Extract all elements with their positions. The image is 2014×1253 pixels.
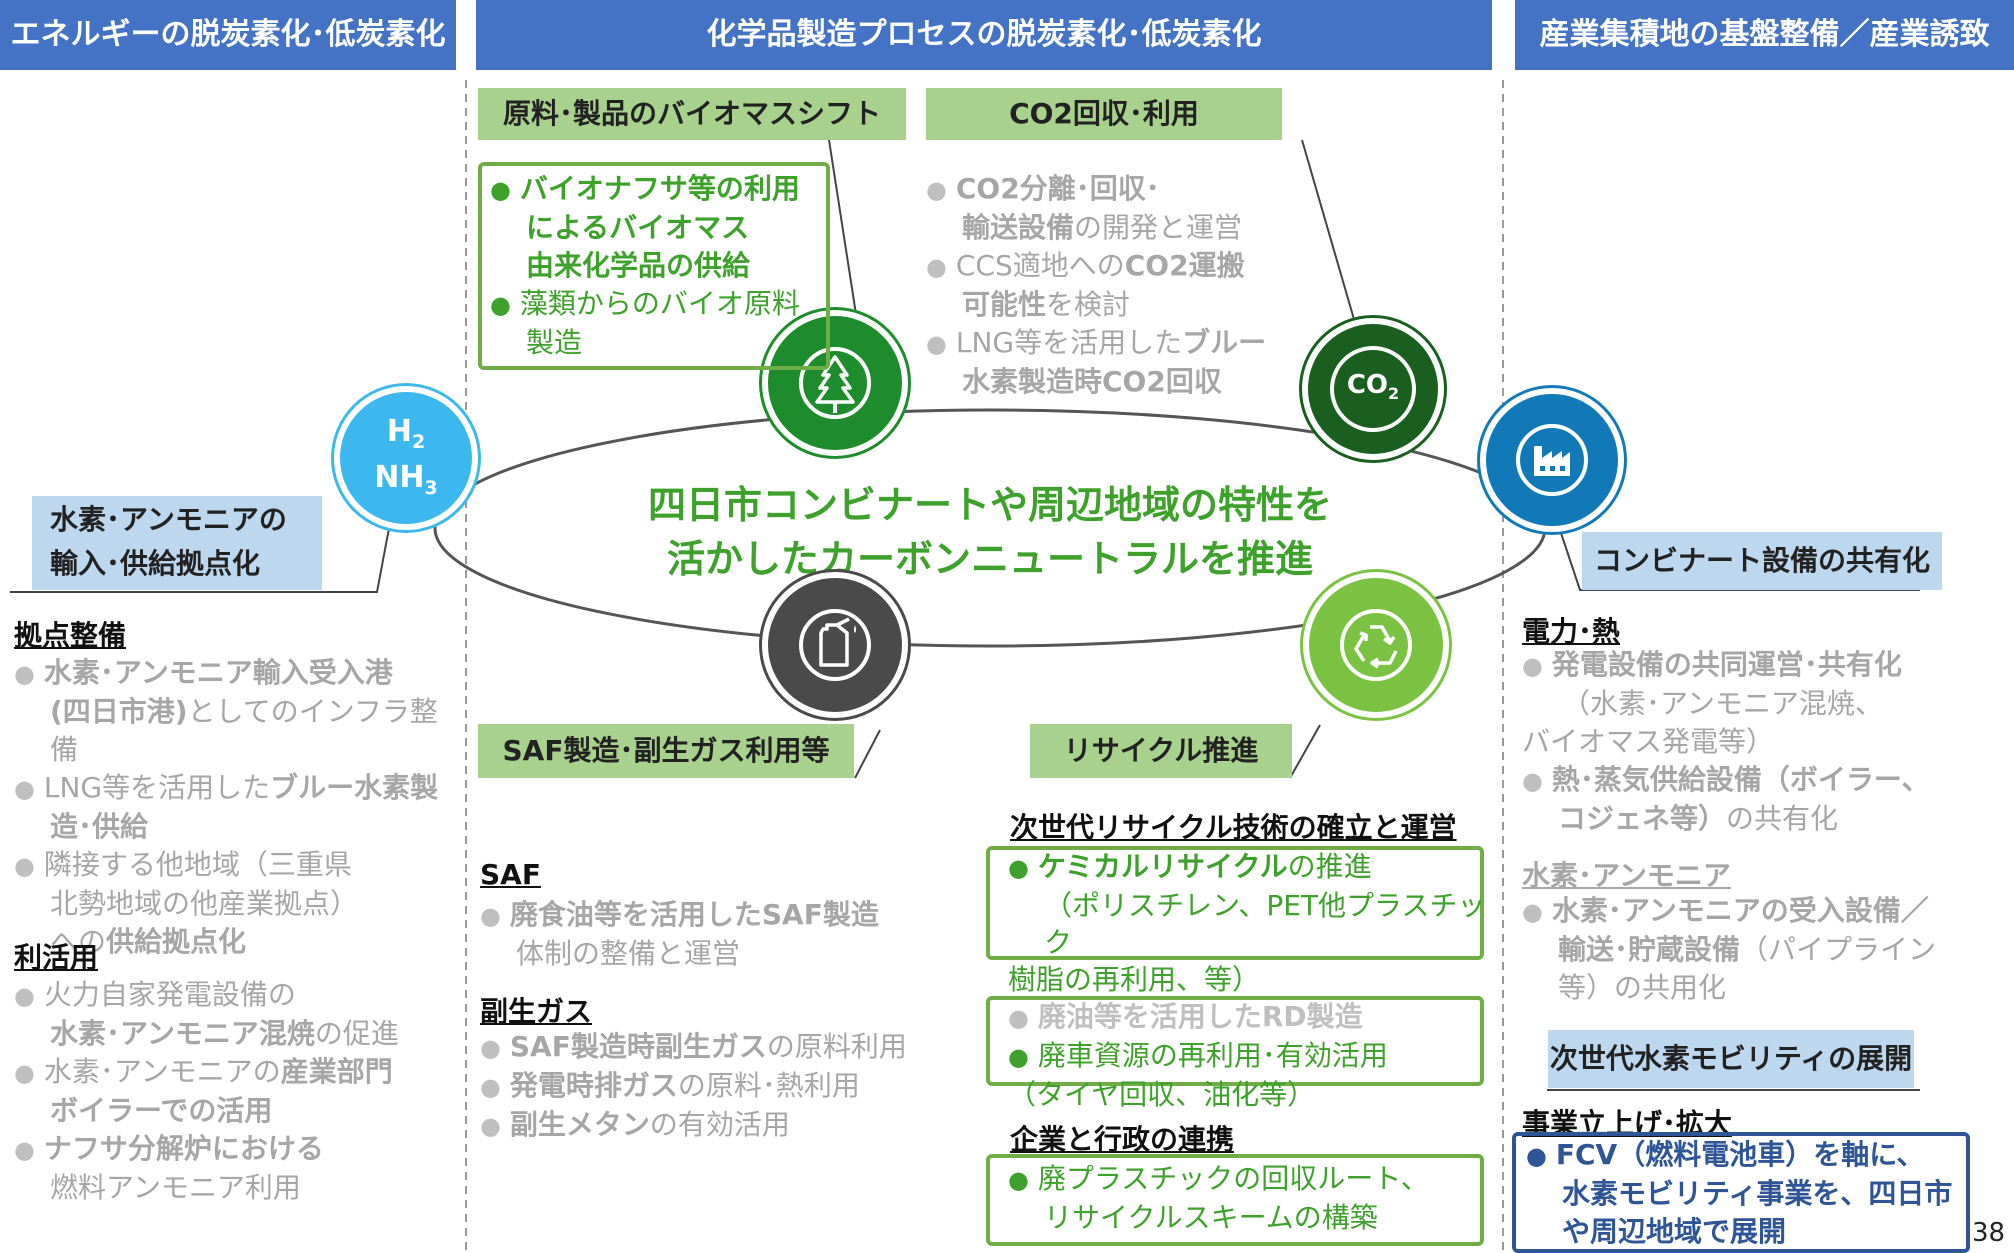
- co2-label: CO2回収･利用: [926, 88, 1282, 140]
- tree-icon: [762, 310, 908, 456]
- right-label-2: 次世代水素モビリティの展開: [1548, 1030, 1914, 1088]
- recycle-sec2-head: 企業と行政の連携: [1010, 1123, 1235, 1156]
- h2-nh3-icon: H2 NH3: [334, 386, 478, 530]
- mobility-box: [1512, 1132, 1970, 1253]
- mobility-items: ● FCV（燃料電池車）を軸に、水素モビリティ事業を、四日市や周辺地域で展開: [1526, 1138, 1953, 1248]
- right-s2-item-1: ● 水素･アンモニアの受入設備／輸送･貯蔵設備（パイプライン等）の共用化: [1522, 894, 1937, 1004]
- right-sec2-head: 水素･アンモニア: [1522, 859, 1731, 892]
- fuel-can-icon: [762, 572, 908, 718]
- right-label-1: コンビナート設備の共有化: [1582, 532, 1942, 590]
- recycle-item-1: ● ケミカルリサイクルの推進（ポリスチレン、PET他プラスチック樹脂の再利用、等…: [1008, 850, 1486, 996]
- recycle-item-2: ● 廃油等を活用したRD製造: [1008, 1000, 1363, 1033]
- saf-leader: [854, 729, 881, 779]
- left-s2-item-3: ● ナフサ分解炉における燃料アンモニア利用: [14, 1132, 324, 1204]
- biomass-item-1: ● バイオナフサ等の利用によるバイオマス由来化学品の供給: [490, 172, 800, 282]
- recycle-leader: [1289, 724, 1321, 779]
- left-s1-item-2: ● LNG等を活用したブルー水素製造･供給: [14, 771, 439, 843]
- saf-sec2-items: ● SAF製造時副生ガスの原料利用 ● 発電時排ガスの原料･熱利用 ● 副生メタ…: [480, 1028, 960, 1145]
- left-sec2-items: ● 火力自家発電設備の水素･アンモニア混焼の促進 ● 水素･アンモニアの産業部門…: [14, 976, 464, 1207]
- co2-item-2: ● CCS適地へのCO2運搬可能性を検討: [926, 249, 1245, 321]
- saf-label: SAF製造･副生ガス利用等: [478, 724, 854, 778]
- left-label-line1: 水素･アンモニアの: [50, 503, 287, 536]
- right-s1-item-2: ● 熱･蒸気供給設備（ボイラー、コジェネ等）の共有化: [1522, 763, 1930, 835]
- co2-item-1: ● CO2分離･回収･輸送設備の開発と運営: [926, 172, 1243, 244]
- biomass-items: ● バイオナフサ等の利用によるバイオマス由来化学品の供給 ● 藻類からのバイオ原…: [490, 170, 830, 362]
- left-sec1-head: 拠点整備: [14, 619, 127, 652]
- recycle-sec1-head: 次世代リサイクル技術の確立と運営: [1010, 811, 1457, 844]
- page-number: 38: [1972, 1218, 2006, 1248]
- center-title-line1: 四日市コンビナートや周辺地域の特性を: [647, 483, 1332, 527]
- saf-s1-item-1: ● 廃食油等を活用したSAF製造体制の整備と運営: [480, 898, 879, 970]
- left-sec2-head: 利活用: [14, 941, 99, 974]
- recycle-box-1: [986, 846, 1484, 960]
- saf-s2-item-3: ● 副生メタンの有効活用: [480, 1108, 790, 1141]
- right-s1-item-1: ● 発電設備の共同運営･共有化（水素･アンモニア混焼、バイオマス発電等）: [1522, 648, 1902, 758]
- recycle-label: リサイクル推進: [1030, 724, 1292, 778]
- recycle-item-4: ● 廃プラスチックの回収ルート、リサイクルスキームの構築: [1008, 1162, 1429, 1234]
- recycle-box-3: [986, 1154, 1484, 1246]
- factory-icon: [1480, 388, 1624, 532]
- left-s2-item-1: ● 火力自家発電設備の水素･アンモニア混焼の促進: [14, 978, 399, 1050]
- center-title: 四日市コンビナートや周辺地域の特性を 活かしたカーボンニュートラルを推進: [560, 478, 1420, 586]
- biomass-item-2: ● 藻類からのバイオ原料製造: [490, 287, 800, 359]
- left-label: 水素･アンモニアの 輸入･供給拠点化: [32, 496, 322, 590]
- left-label-line2: 輸入･供給拠点化: [50, 547, 261, 580]
- left-sec1-items: ● 水素･アンモニア輸入受入港(四日市港)としてのインフラ整備 ● LNG等を活…: [14, 654, 464, 961]
- saf-s2-item-2: ● 発電時排ガスの原料･熱利用: [480, 1069, 860, 1102]
- right-sec1-items: ● 発電設備の共同運営･共有化（水素･アンモニア混焼、バイオマス発電等） ● 熱…: [1522, 646, 2002, 838]
- biomass-label: 原料･製品のバイオマスシフト: [478, 88, 906, 140]
- saf-s2-item-1: ● SAF製造時副生ガスの原料利用: [480, 1030, 907, 1063]
- co2-items: ● CO2分離･回収･輸送設備の開発と運営 ● CCS適地へのCO2運搬可能性を…: [926, 170, 1306, 401]
- saf-sec1-head: SAF: [480, 858, 541, 891]
- biomass-box: [478, 162, 830, 370]
- co2-icon: CO2: [1302, 318, 1444, 460]
- recycle-items: ● ケミカルリサイクルの推進（ポリスチレン、PET他プラスチック樹脂の再利用、等…: [1008, 848, 1488, 1113]
- recycle-box-2: [986, 996, 1484, 1086]
- biomass-leader: [828, 139, 861, 341]
- recycle-icon: [1303, 572, 1449, 718]
- factory-leader: [1555, 517, 1920, 591]
- right-sec2-items: ● 水素･アンモニアの受入設備／輸送･貯蔵設備（パイプライン等）の共用化: [1522, 892, 2002, 1007]
- header-right: 産業集積地の基盤整備／産業誘致: [1515, 0, 2014, 70]
- header-center: 化学品製造プロセスの脱炭素化･低炭素化: [476, 0, 1492, 70]
- left-s1-item-1: ● 水素･アンモニア輸入受入港(四日市港)としてのインフラ整備: [14, 656, 438, 766]
- left-s2-item-2: ● 水素･アンモニアの産業部門ボイラーでの活用: [14, 1055, 393, 1127]
- center-title-line2: 活かしたカーボンニュートラルを推進: [666, 537, 1313, 581]
- saf-sec2-head: 副生ガス: [480, 995, 593, 1028]
- header-left: エネルギーの脱炭素化･低炭素化: [0, 0, 456, 70]
- left-s1-item-3: ● 隣接する他地域（三重県北勢地域の他産業拠点）への供給拠点化: [14, 848, 359, 958]
- right-sec1-head: 電力･熱: [1522, 615, 1621, 648]
- recycle-item-3: ● 廃車資源の再利用･有効活用（タイヤ回収、油化等）: [1008, 1039, 1388, 1111]
- saf-sec1-items: ● 廃食油等を活用したSAF製造体制の整備と運営: [480, 896, 960, 973]
- co2-leader: [1301, 139, 1361, 341]
- co2-item-3: ● LNG等を活用したブルー水素製造時CO2回収: [926, 326, 1267, 398]
